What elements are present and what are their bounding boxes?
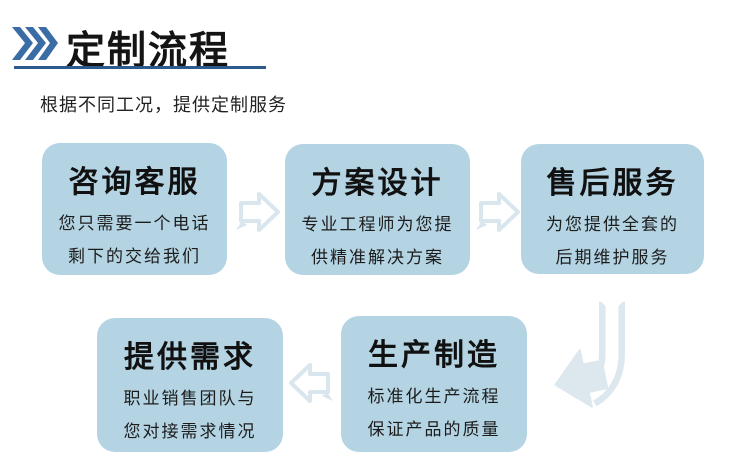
section-subtitle: 根据不同工况，提供定制服务 xyxy=(40,95,287,115)
step-desc-line: 保证产品的质量 xyxy=(367,420,501,439)
step-desc-line: 专业工程师为您提 xyxy=(301,215,454,234)
title-underline xyxy=(14,66,266,69)
step-desc-line: 供精准解决方案 xyxy=(311,248,444,267)
step-title: 咨询客服 xyxy=(68,166,201,199)
step-desc-line: 标准化生产流程 xyxy=(367,387,501,406)
step-box-production: 生产制造 标准化生产流程 保证产品的质量 xyxy=(341,316,527,452)
step-desc-line: 职业销售团队与 xyxy=(123,389,257,408)
triple-chevron-icon xyxy=(12,27,58,65)
step-title: 提供需求 xyxy=(124,341,256,374)
step-box-consult: 咨询客服 您只需要一个电话 剩下的交给我们 xyxy=(42,143,227,275)
flow-arrow-right-icon xyxy=(474,189,520,240)
step-box-requirements: 提供需求 职业销售团队与 您对接需求情况 xyxy=(97,318,283,452)
step-desc-line: 剩下的交给我们 xyxy=(68,247,201,266)
step-desc-line: 后期维护服务 xyxy=(555,248,670,267)
step-desc-line: 您只需要一个电话 xyxy=(58,214,211,233)
step-box-design: 方案设计 专业工程师为您提 供精准解决方案 xyxy=(285,144,470,275)
flow-arrow-down-left-icon xyxy=(552,296,636,423)
step-title: 方案设计 xyxy=(311,167,444,200)
step-title: 生产制造 xyxy=(368,339,500,372)
flow-arrow-right-icon xyxy=(234,189,280,240)
flow-arrow-left-icon xyxy=(289,360,335,411)
step-box-aftersales: 售后服务 为您提供全套的 后期维护服务 xyxy=(521,144,704,274)
section-title: 定制流程 xyxy=(66,30,231,73)
step-desc-line: 您对接需求情况 xyxy=(123,422,257,441)
step-title: 售后服务 xyxy=(546,167,679,200)
step-desc-line: 为您提供全套的 xyxy=(546,215,679,234)
